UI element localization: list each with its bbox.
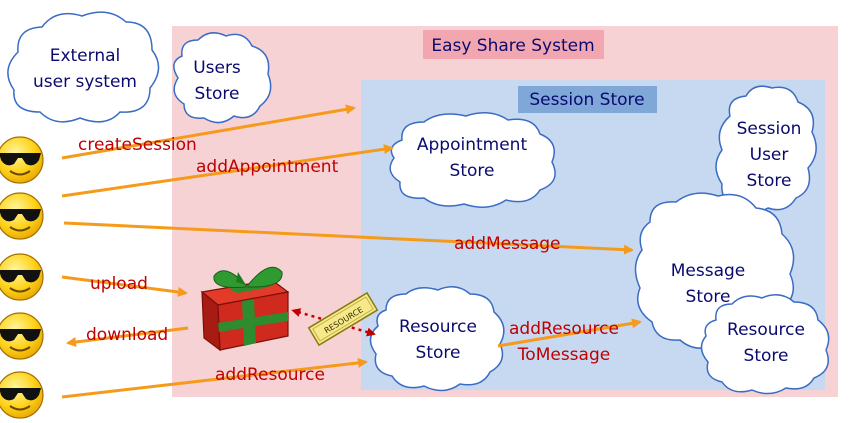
user-smiley-2 (0, 192, 44, 240)
user-smiley-4 (0, 312, 44, 360)
user-smiley-5 (0, 371, 44, 419)
message-cloud-line1: Message (671, 261, 746, 281)
add-appointment-label: addAppointment (196, 157, 339, 177)
add-resource-to-message-arrow (497, 318, 642, 348)
add-resource-to-message-label-line1: addResource (509, 319, 619, 339)
resource-inner-cloud-line1: Resource (727, 320, 805, 340)
session-user-cloud-line2: User (750, 145, 789, 165)
upload-arrow (61, 275, 188, 297)
users-cloud-line1: Users (193, 58, 241, 78)
resource-inner-cloud-line2: Store (744, 346, 789, 366)
user-smiley-1 (0, 136, 44, 184)
resource-store-cloud-line1: Resource (399, 317, 477, 337)
appointment-store-cloud (389, 112, 556, 208)
appointment-cloud-line2: Store (450, 161, 495, 181)
download-label: download (86, 325, 168, 345)
resource-store-cloud (369, 286, 505, 392)
create-session-label: createSession (78, 135, 197, 155)
add-resource-to-message-label-line2: ToMessage (517, 345, 610, 365)
session-user-cloud-line3: Store (747, 171, 792, 191)
session-user-store-cloud (715, 85, 817, 213)
external-user-system-cloud (7, 11, 160, 123)
user-smiley-3 (0, 253, 44, 301)
upload-label: upload (90, 274, 148, 294)
users-store-cloud (173, 32, 272, 124)
add-resource-label: addResource (215, 365, 325, 385)
session-store-title-box (518, 86, 657, 113)
add-message-label: addMessage (454, 234, 561, 254)
easy-share-system-title-box (423, 30, 604, 59)
download-arrow (66, 326, 189, 347)
resource-store-inner-cloud (700, 294, 830, 395)
easy-share-system-title: Easy Share System (431, 36, 594, 56)
add-message-arrow (63, 221, 634, 255)
external-cloud-line1: External (50, 46, 121, 66)
appointment-cloud-line1: Appointment (417, 135, 528, 155)
external-cloud-line2: user system (33, 72, 137, 92)
session-store-title: Session Store (529, 90, 644, 110)
create-session-arrow (61, 104, 356, 160)
add-appointment-arrow (61, 144, 394, 198)
session-user-cloud-line1: Session (737, 119, 802, 139)
gift-box-icon (200, 266, 290, 352)
resource-store-cloud-line2: Store (416, 343, 461, 363)
add-resource-arrow (61, 357, 368, 399)
gift-resource-link-arrow (291, 308, 376, 337)
users-cloud-line2: Store (195, 84, 240, 104)
message-cloud-line2: Store (686, 287, 731, 307)
